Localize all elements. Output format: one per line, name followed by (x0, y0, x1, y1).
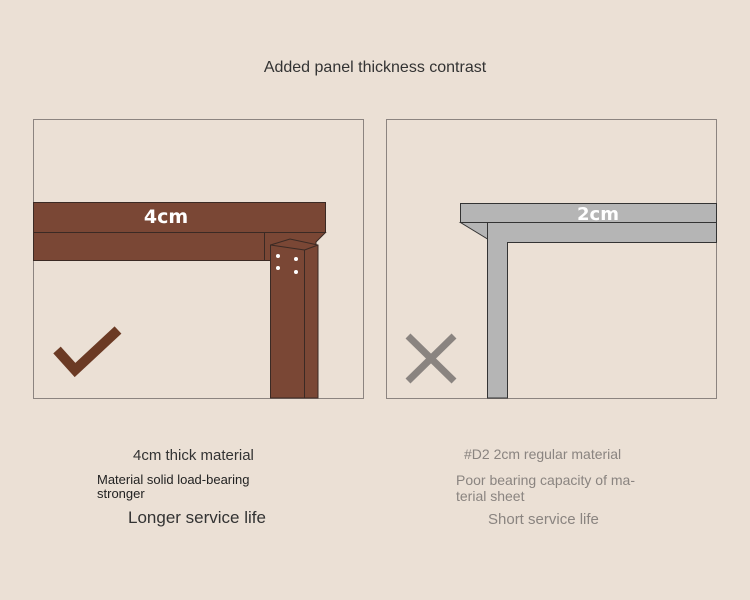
right-panel: 2cm (386, 119, 717, 399)
left-thickness-label: 4cm (144, 206, 188, 228)
thick-leg (270, 238, 319, 399)
page-title: Added panel thickness contrast (263, 59, 487, 76)
right-service-life: Short service life (488, 511, 599, 528)
thin-frame-leg (458, 222, 717, 399)
check-icon (53, 326, 122, 378)
right-thickness-label: 2cm (577, 204, 619, 225)
cross-icon (405, 333, 457, 384)
left-heading: 4cm thick material (133, 447, 254, 464)
left-description: Material solid load-bearing stronger (97, 472, 250, 501)
right-description: Poor bearing capacity of ma-terial sheet (456, 472, 635, 504)
left-service-life: Longer service life (128, 508, 266, 527)
right-frame (386, 119, 717, 399)
left-panel: 4cm (33, 119, 364, 399)
right-heading: #D2 2cm regular material (464, 446, 622, 462)
thick-plank-top (33, 202, 326, 233)
